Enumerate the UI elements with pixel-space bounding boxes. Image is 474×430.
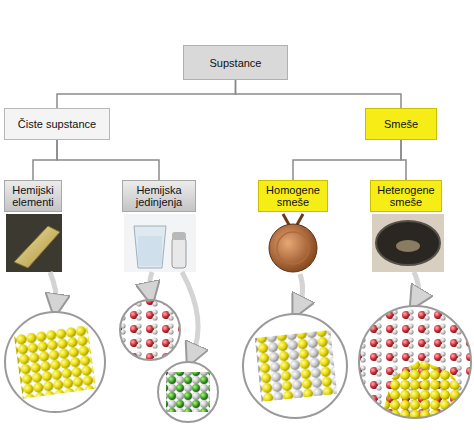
zoom-arrow (182, 272, 198, 356)
node-text: Hemijska jedinjenja (125, 184, 193, 208)
class-box: Hemijski elementi (4, 180, 62, 212)
node-text: Smeše (384, 118, 418, 130)
tree-connector (57, 80, 236, 108)
gold-atoms (14, 325, 96, 399)
zoom-circle-border (120, 300, 180, 360)
medal-photo (269, 214, 317, 272)
salt-ions (158, 362, 218, 422)
class-box: Heterogene smeše (370, 180, 442, 212)
heterogeneous-mixture (358, 305, 473, 430)
root-box: Supstance (183, 45, 288, 80)
class-box: Hemijska jedinjenja (122, 180, 196, 212)
zoom-circle-border (359, 306, 471, 418)
node-text: Čiste supstance (18, 118, 96, 130)
zoom-circle-border (243, 314, 347, 418)
tree-connector (401, 140, 406, 180)
medal-rim (277, 232, 309, 264)
gold-pan (376, 221, 440, 265)
salt-shaker (172, 238, 186, 268)
zoom-arrow (414, 272, 419, 300)
bronze-medal (269, 224, 317, 272)
alloy-atoms (243, 314, 347, 418)
tree-connector (236, 80, 402, 108)
salt-lattice (166, 372, 210, 412)
zoom-circle (243, 314, 347, 418)
zoom-circle-border (158, 362, 218, 422)
photo-background (6, 214, 62, 272)
node-text: Heterogene smeše (373, 184, 439, 208)
zoom-circle-border (5, 312, 105, 412)
shaker-cap (172, 232, 186, 240)
category-box: Čiste supstance (4, 108, 110, 140)
element-atoms (5, 312, 105, 412)
node-text: Supstance (210, 57, 262, 69)
zoom-arrow (298, 274, 303, 308)
class-box: Homogene smeše (258, 180, 328, 212)
zoom-circle (5, 312, 105, 412)
pan-sediment (396, 240, 420, 252)
zoom-arrow (149, 272, 152, 294)
tree-connector (33, 140, 57, 180)
gold-atoms (378, 358, 472, 430)
water-glass (134, 226, 166, 268)
alloy-lattice (255, 330, 337, 402)
gold-cluster (378, 358, 472, 430)
tree-connector (293, 140, 401, 180)
water-molecules-fill (118, 298, 182, 362)
photo-background (372, 214, 444, 272)
node-text: Homogene smeše (261, 184, 325, 208)
water-molecules (118, 298, 182, 362)
photo-background (124, 214, 196, 272)
water-salt-photo (124, 214, 196, 272)
node-text: Hemijski elementi (7, 184, 59, 208)
category-box: Smeše (365, 108, 437, 140)
zoom-circle (158, 362, 218, 422)
zoom-arrow (50, 272, 56, 306)
water (138, 236, 162, 266)
gold-bar (14, 226, 60, 268)
tree-connector (57, 140, 159, 180)
gold-pan-photo (372, 214, 444, 272)
gold-bar-photo (6, 214, 62, 272)
